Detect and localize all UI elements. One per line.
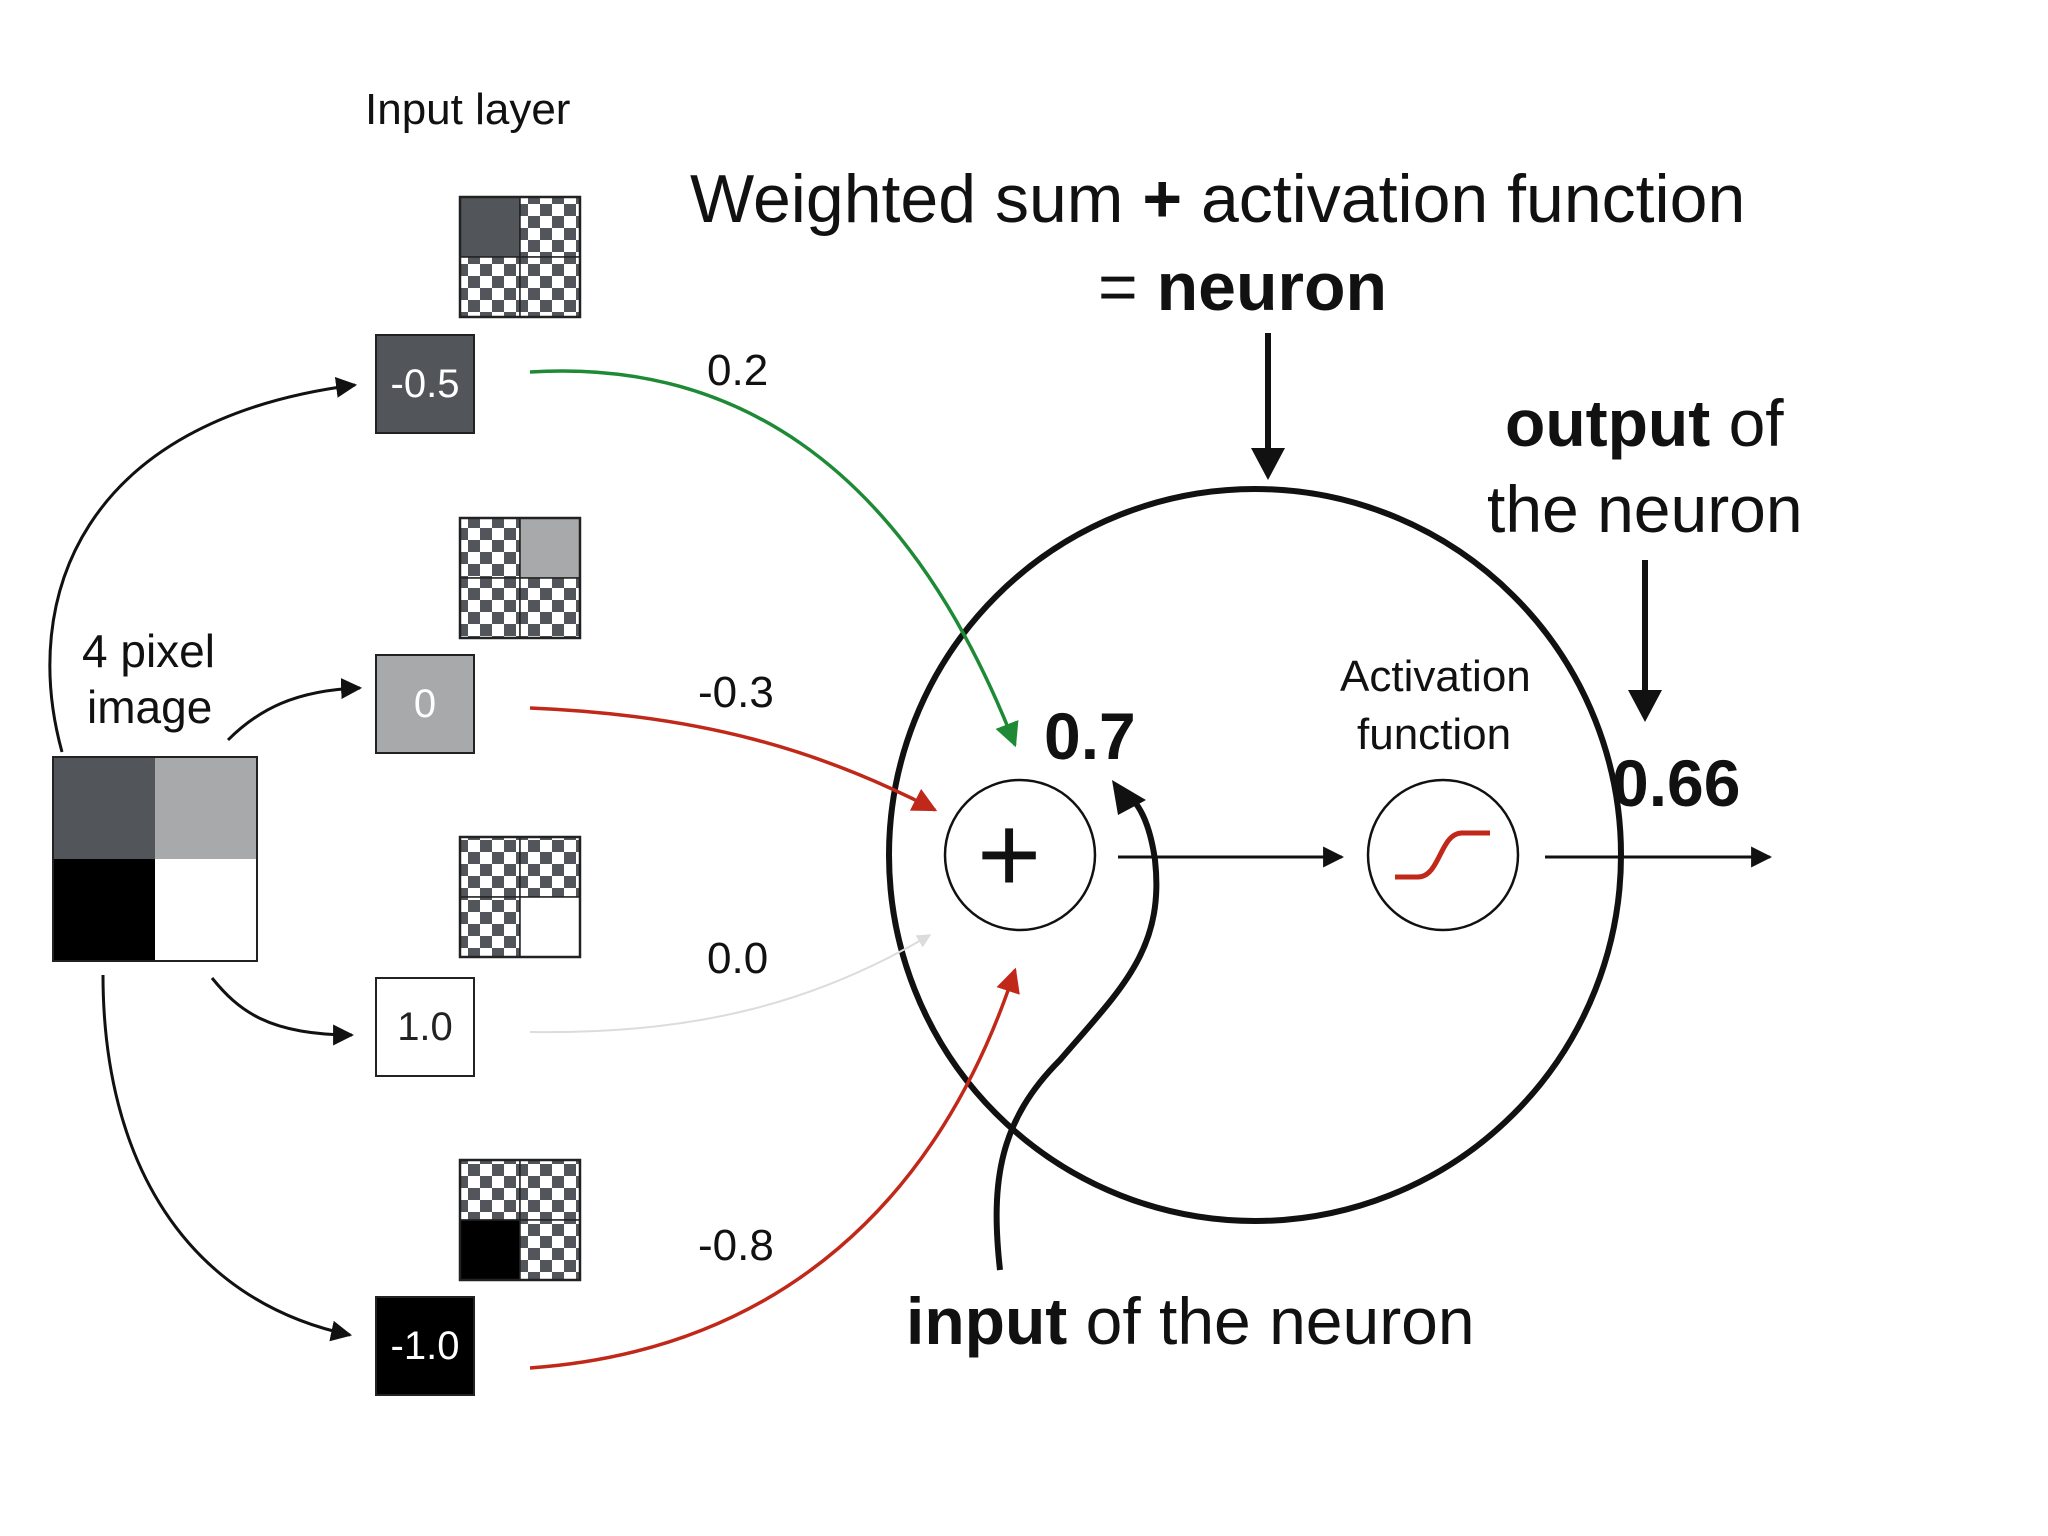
mask-cell <box>459 196 521 258</box>
mask-cell <box>519 517 581 579</box>
weight-label-3: 0.0 <box>707 934 769 983</box>
input-box-4: -1.0 <box>375 1296 475 1396</box>
weight-label-2: -0.3 <box>698 668 774 717</box>
input-box-2: 0 <box>375 654 475 754</box>
sum-value: 0.7 <box>1044 699 1136 773</box>
image-to-input-3-arrow <box>210 977 355 1046</box>
input-pointer-arrowhead <box>1112 780 1146 815</box>
image-to-input-1-arrow <box>48 376 358 753</box>
input-box-3: 1.0 <box>375 977 475 1077</box>
output-label-line2: the neuron <box>1487 472 1803 546</box>
activation-label-line2: function <box>1357 710 1512 759</box>
input-value-1: -0.5 <box>390 361 460 406</box>
weight-label-1: 0.2 <box>707 346 769 395</box>
input-value-4: -1.0 <box>390 1323 460 1368</box>
output-pointer-arrowhead <box>1628 690 1662 722</box>
mask-cell <box>459 1159 521 1221</box>
pixel-top-left <box>53 757 155 859</box>
input-value-2: 0 <box>413 681 437 726</box>
image-label-line1: 4 pixel <box>82 625 215 677</box>
weight-connection-3 <box>529 934 932 1034</box>
pixel-image <box>52 756 258 962</box>
mask-cell <box>519 196 581 258</box>
mask-cell <box>459 896 521 958</box>
mask-grid-1 <box>458 195 582 319</box>
pixel-top-right <box>155 757 257 859</box>
pixel-masks <box>458 195 582 1282</box>
mask-cell <box>459 256 521 318</box>
mask-cell <box>519 577 581 639</box>
mask-grid-4 <box>458 1158 582 1282</box>
image-to-input-2-arrow <box>226 678 363 742</box>
weight-connection-2 <box>529 706 938 812</box>
sigmoid-curve <box>1395 830 1490 880</box>
image-to-input-4-arrow <box>101 974 353 1342</box>
pixel-bottom-right <box>155 859 257 961</box>
activation-label-line1: Activation <box>1340 652 1531 701</box>
mask-cell <box>519 1219 581 1281</box>
neuron-circle <box>886 486 1624 1224</box>
weight-connection-1 <box>529 369 1019 748</box>
mask-cell <box>519 836 581 898</box>
mask-cell <box>459 1219 521 1281</box>
mask-cell <box>519 1159 581 1221</box>
input-layer-label: Input layer <box>365 85 571 134</box>
pixel-bottom-left <box>53 859 155 961</box>
image-label-line2: image <box>87 681 213 733</box>
neuron-pointer-arrowhead <box>1251 448 1285 480</box>
input-value-3: 1.0 <box>397 1004 453 1049</box>
input-box-1: -0.5 <box>375 334 475 434</box>
weight-connection-4 <box>529 967 1020 1370</box>
input-note: input of the neuron <box>906 1284 1475 1358</box>
mask-cell <box>459 517 521 579</box>
sum-node <box>943 778 1097 932</box>
output-label-line1: output of <box>1505 386 1784 460</box>
mask-cell <box>459 836 521 898</box>
mask-grid-3 <box>458 835 582 959</box>
page-title: Weighted sum + activation function <box>690 161 1746 237</box>
input-pointer-arrow <box>993 792 1160 1271</box>
mask-cell <box>459 577 521 639</box>
activation-node <box>1366 778 1520 932</box>
output-value: 0.66 <box>1612 746 1741 820</box>
page-subtitle: = neuron <box>1098 249 1388 325</box>
mask-cell <box>519 256 581 318</box>
mask-grid-2 <box>458 516 582 640</box>
mask-cell <box>519 896 581 958</box>
weight-label-4: -0.8 <box>698 1221 774 1270</box>
sum-symbol: + <box>977 793 1042 916</box>
